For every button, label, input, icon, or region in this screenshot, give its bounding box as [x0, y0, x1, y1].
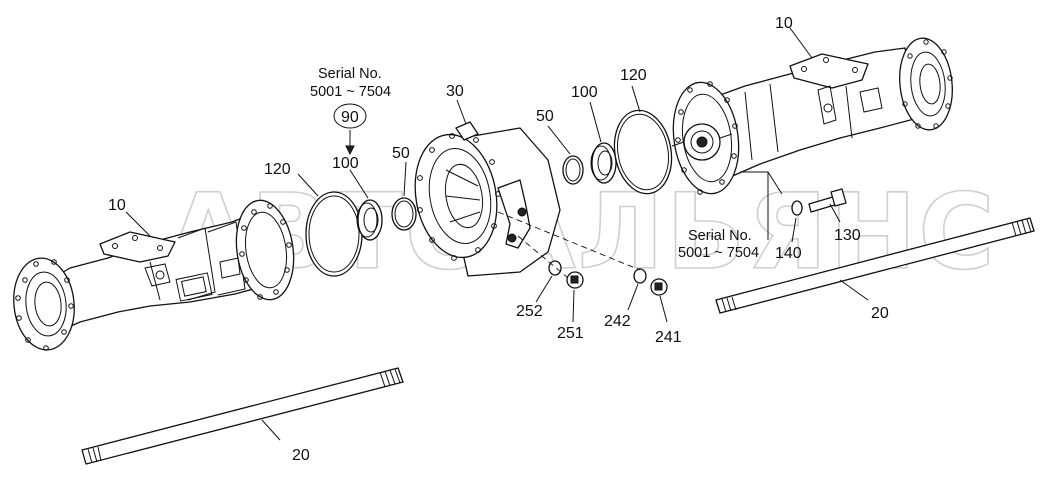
o-ring-120-left — [305, 191, 363, 277]
leader-lines — [125, 27, 869, 441]
callout-10-left: 10 — [108, 197, 126, 214]
snap-ring-50-left — [391, 197, 417, 231]
callout-120-left: 120 — [264, 161, 291, 178]
plug-241 — [650, 278, 668, 296]
plug-251 — [566, 271, 584, 289]
serial-note-2-line1: Serial No. — [688, 228, 752, 244]
callout-130: 130 — [834, 227, 861, 244]
callout-242: 242 — [604, 313, 631, 330]
bolt-130 — [808, 188, 847, 213]
callout-10-right: 10 — [775, 15, 793, 32]
callout-30: 30 — [446, 83, 464, 100]
serial-note-1-line1: Serial No. — [318, 66, 382, 82]
callout-100-right: 100 — [571, 84, 598, 101]
assembly-line-2 — [517, 235, 569, 279]
washer-140 — [791, 200, 803, 216]
callout-20-right: 20 — [871, 305, 889, 322]
center-differential-housing — [414, 121, 561, 277]
axle-shaft-20-bottom — [81, 367, 404, 465]
callout-241: 241 — [655, 329, 682, 346]
callout-50-left: 50 — [392, 145, 410, 162]
serial-note-1-line2: 5001 ~ 7504 — [310, 84, 391, 100]
bearing-100-left — [356, 199, 383, 241]
left-axle-housing — [13, 199, 295, 351]
seal-242 — [633, 268, 647, 284]
callout-251: 251 — [557, 325, 584, 342]
serial-note-2-line2: 5001 ~ 7504 — [678, 245, 759, 261]
callout-90-circled: 90 — [333, 103, 367, 129]
o-ring-120-right — [613, 109, 673, 195]
axle-shaft-20-right — [715, 217, 1035, 314]
bearing-100-right — [590, 142, 617, 184]
assembly-line-1 — [497, 211, 641, 271]
callout-120-right: 120 — [620, 67, 647, 84]
callout-140: 140 — [775, 245, 802, 262]
callout-50-right: 50 — [536, 108, 554, 125]
callout-252: 252 — [516, 303, 543, 320]
callout-100-left: 100 — [332, 155, 359, 172]
right-axle-housing — [671, 37, 953, 195]
callout-90-label: 90 — [341, 109, 359, 126]
callout-20-bottom: 20 — [292, 447, 310, 464]
